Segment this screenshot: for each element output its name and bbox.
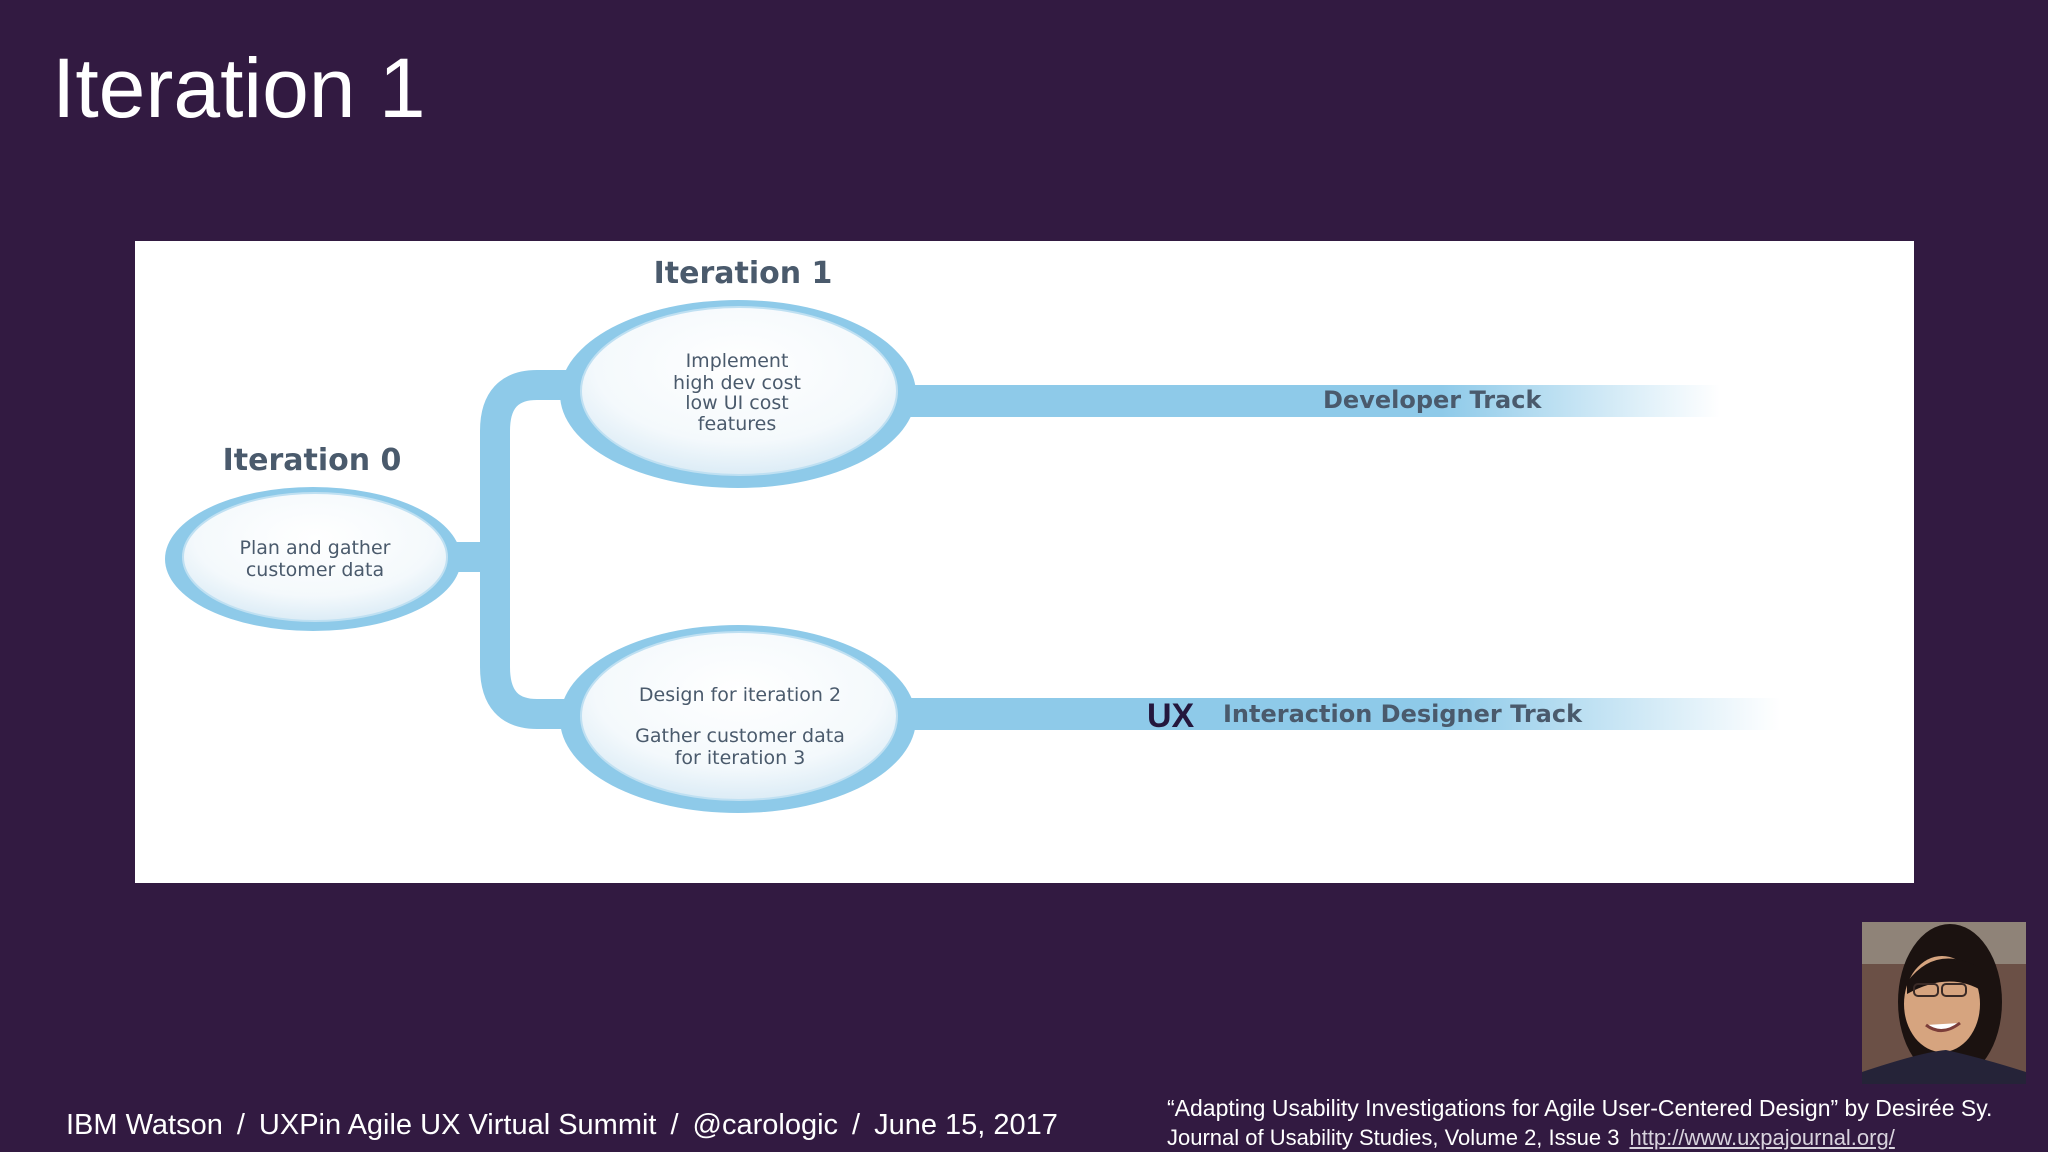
footer-separator-3: / [852,1109,861,1141]
footer-event: UXPin Agile UX Virtual Summit [258,1109,657,1141]
citation-title: “Adapting Usability Investigations for A… [1167,1095,1993,1121]
iteration-0-line-2: customer data [246,559,384,581]
footer-date: June 15, 2017 [874,1109,1058,1141]
ux-node-line-1: Design for iteration 2 [639,684,841,706]
presentation-footer: IBM Watson / UXPin Agile UX Virtual Summit… [66,1108,1058,1142]
ux-node [580,631,898,801]
developer-track-label: Developer Track [1323,386,1542,414]
slide-title: Iteration 1 [52,41,426,135]
ux-track-bar [900,698,1780,730]
branch-connector [453,370,575,572]
citation: “Adapting Usability Investigations for A… [1167,1094,2043,1152]
dev-node-line-4: features [698,413,777,435]
citation-link[interactable]: http://www.uxpajournal.org/ [1629,1125,1895,1150]
diagram-svg: Iteration 0 Plan and gather customer dat… [165,256,1780,813]
dev-node [580,306,898,476]
agile-ux-diagram: Iteration 0 Plan and gather customer dat… [135,241,1914,883]
speaker-photo [1862,922,2026,1084]
dev-node-line-3: low UI cost [685,392,788,414]
dev-node-line-1: Implement [686,350,789,372]
branch-connector-lower [480,557,575,729]
citation-journal: Journal of Usability Studies, Volume 2, … [1167,1125,1620,1150]
dev-node-line-2: high dev cost [673,372,801,394]
iteration-0-heading: Iteration 0 [223,443,402,478]
citation-source-line: Journal of Usability Studies, Volume 2, … [1167,1123,2043,1152]
iteration-0-node [182,492,448,622]
ux-marker-label: UX [1147,697,1195,735]
footer-separator-2: / [670,1109,679,1141]
speaker-photo-icon [1862,922,2026,1084]
ux-node-line-4: for iteration 3 [675,747,806,769]
iteration-0-line-1: Plan and gather [240,537,391,559]
developer-track-bar [900,385,1720,417]
ux-node-line-3: Gather customer data [635,725,845,747]
footer-handle: @carologic [692,1109,839,1141]
ux-track-label: Interaction Designer Track [1223,700,1583,728]
footer-org: IBM Watson [66,1109,223,1141]
iteration-1-heading: Iteration 1 [654,256,833,291]
footer-separator-1: / [236,1109,245,1141]
